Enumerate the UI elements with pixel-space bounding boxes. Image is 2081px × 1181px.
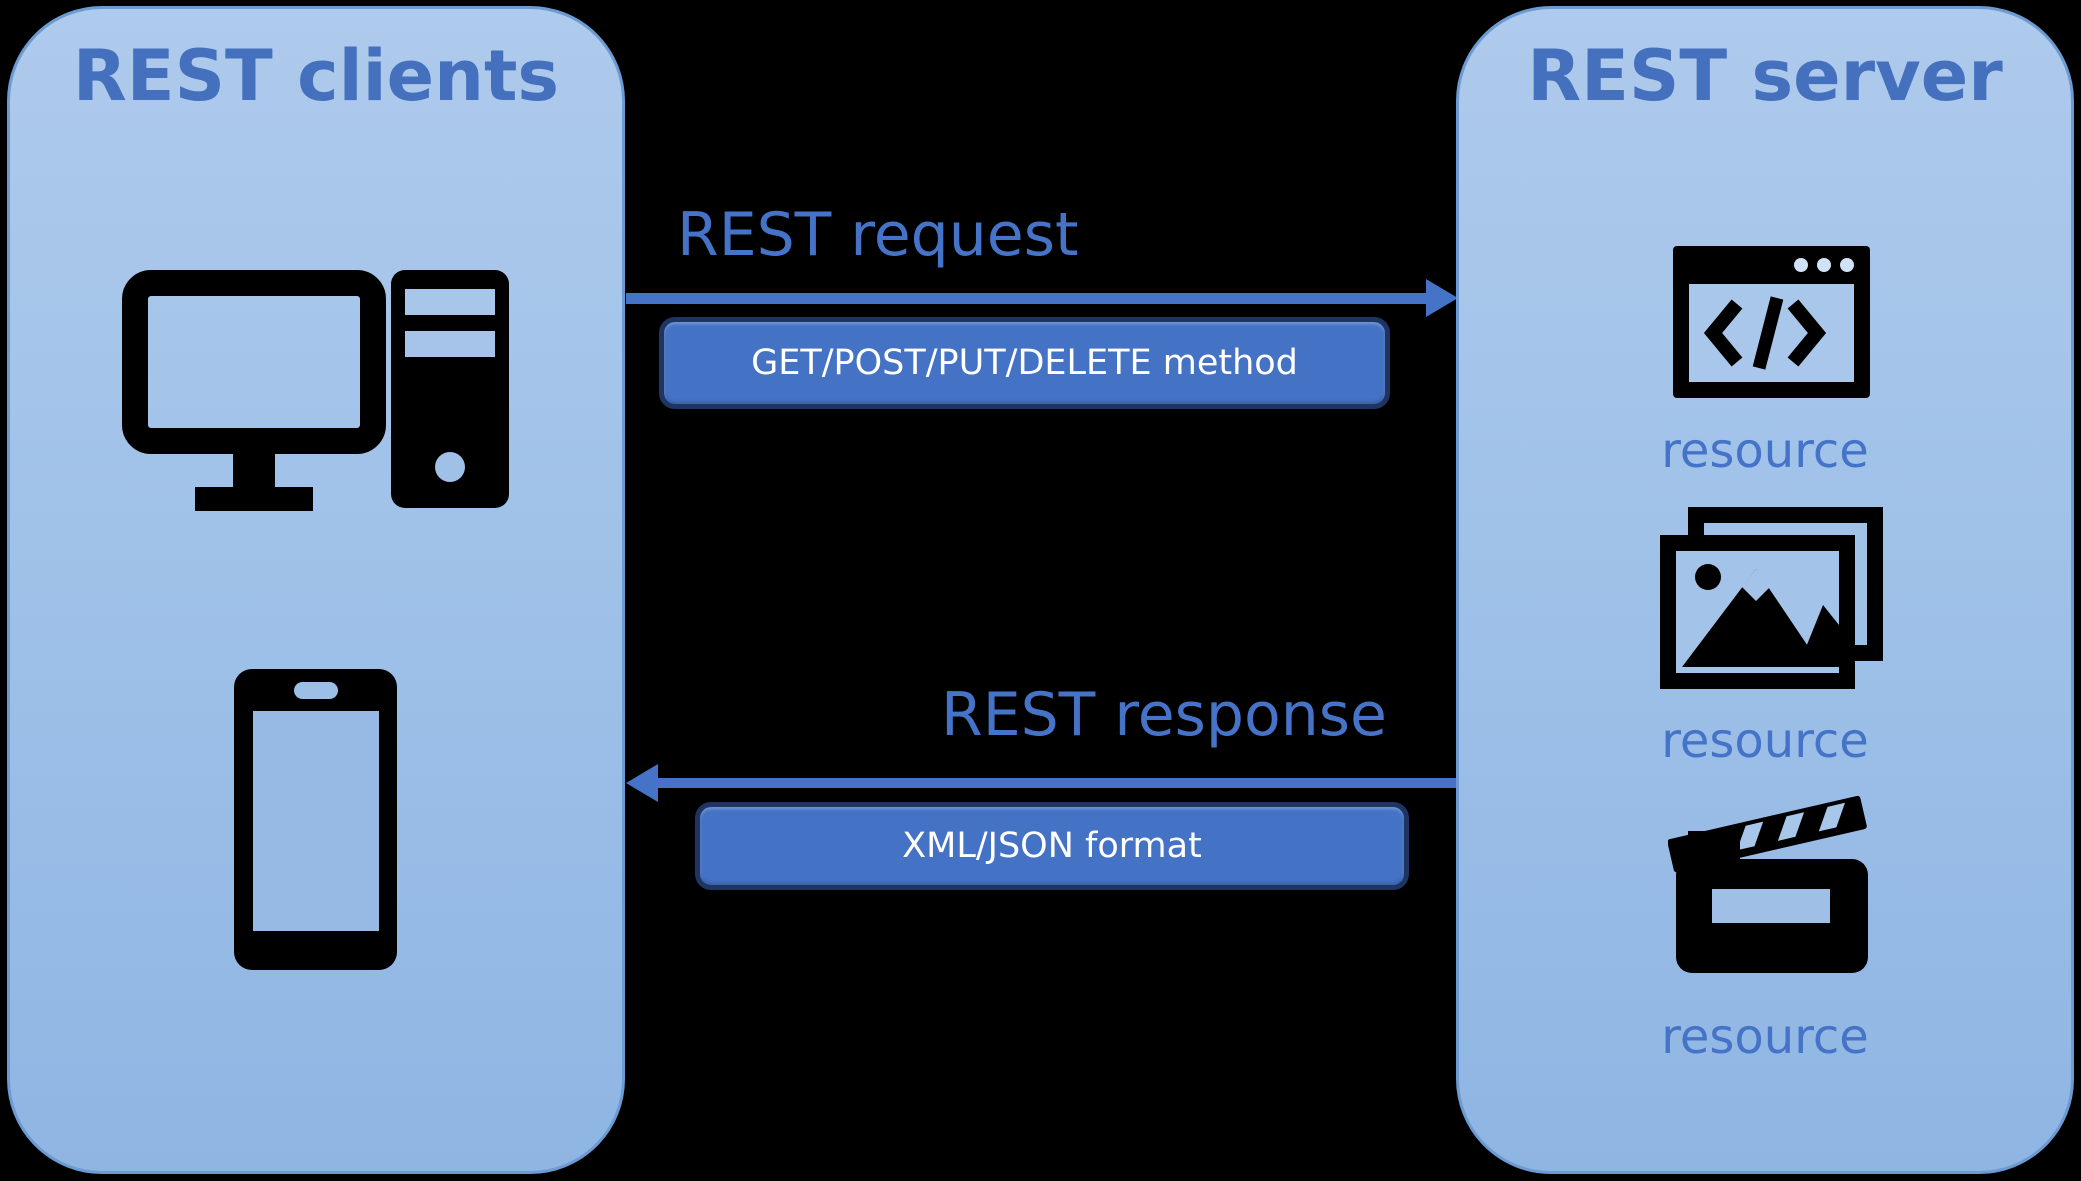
resource-label: resource [1661, 423, 1869, 479]
movie-clapperboard-icon [1668, 795, 1868, 973]
request-arrow-line [626, 293, 1430, 304]
code-window-icon [1673, 246, 1870, 398]
response-arrowhead-icon [626, 764, 658, 802]
server-panel-title: REST server [1527, 35, 2003, 117]
clients-panel: REST clients [7, 6, 625, 1174]
request-label: REST request [677, 200, 1079, 270]
response-arrow-line [655, 778, 1457, 788]
response-label: REST response [941, 680, 1387, 750]
request-arrowhead-icon [1426, 279, 1458, 317]
photos-icon [1660, 507, 1883, 689]
server-panel: REST server resource resource [1456, 6, 2074, 1174]
desktop-computer-icon [122, 270, 509, 511]
smartphone-icon [234, 669, 397, 970]
resource-label: resource [1661, 713, 1869, 769]
request-method-box: GET/POST/PUT/DELETE method [659, 317, 1390, 409]
response-format-box: XML/JSON format [695, 802, 1409, 890]
clients-panel-title: REST clients [72, 35, 560, 117]
resource-label: resource [1661, 1009, 1869, 1065]
